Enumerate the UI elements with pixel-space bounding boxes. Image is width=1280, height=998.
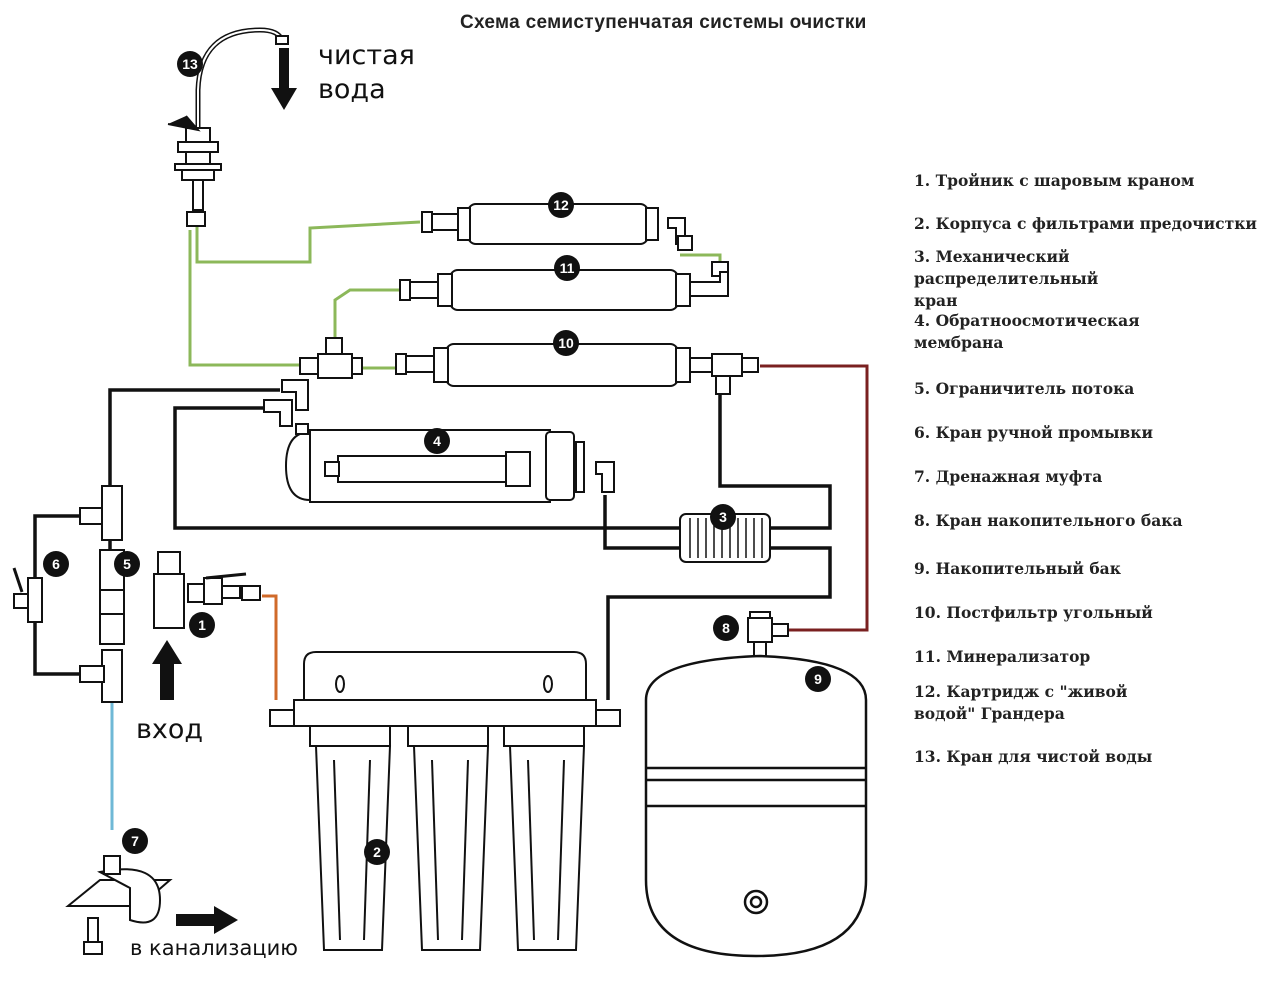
badge-12: 12: [548, 192, 574, 218]
svg-text:7: 7: [131, 833, 139, 849]
svg-text:6: 6: [52, 556, 60, 572]
svg-text:4: 4: [433, 433, 441, 449]
red-pipe: [760, 364, 869, 632]
badge-10: 10: [553, 330, 579, 356]
svg-text:9: 9: [814, 671, 822, 687]
membrane-4: [284, 423, 615, 503]
badge-9: 9: [805, 666, 831, 692]
svg-text:11: 11: [560, 260, 575, 276]
diagram-title: Схема семиступенчатая системы очистки: [460, 12, 867, 33]
svg-text:2: 2: [373, 844, 381, 860]
filter-10-carbon: [395, 343, 759, 395]
legend-item-5: 5. Ограничитель потока: [914, 379, 1135, 398]
legend-item-2: 2. Корпуса с фильтрами предочистки: [914, 214, 1257, 233]
flow-restrictor-5: [79, 485, 125, 703]
svg-text:10: 10: [558, 335, 574, 351]
legend-item-8: 8. Кран накопительного бака: [914, 511, 1183, 530]
flush-valve-6: [12, 567, 43, 623]
svg-text:12: 12: [553, 197, 569, 213]
filter-12-grander: [421, 203, 729, 277]
legend-item-7: 7. Дренажная муфта: [914, 467, 1103, 486]
badge-4: 4: [424, 428, 450, 454]
tee-fitting-green: [299, 337, 363, 379]
legend-item-11: 11. Минерализатор: [914, 647, 1091, 666]
number-badges: 13 12 11 10 4 3 5 6 1 8 9 2 7: [43, 51, 831, 865]
drain-saddle-7: [65, 855, 173, 955]
clean-water-label-1: чистая: [318, 40, 415, 71]
clean-water-label-2: вода: [318, 74, 386, 105]
drain-arrow: [176, 906, 238, 934]
svg-text:1: 1: [198, 617, 206, 633]
svg-text:3: 3: [719, 509, 727, 525]
clean-water-arrow: [271, 48, 297, 110]
drain-label: в канализацию: [130, 936, 298, 960]
tee-ball-valve-1: [153, 551, 261, 629]
badge-11: 11: [554, 255, 580, 281]
black-pipes: [33, 388, 832, 700]
elbow-fittings: [263, 379, 309, 427]
svg-text:13: 13: [182, 56, 198, 72]
legend-item-3: 3. Механический распределительный кран: [914, 247, 1099, 310]
input-arrow: [152, 640, 182, 700]
storage-tank-9: [644, 654, 868, 958]
badge-8: 8: [713, 615, 739, 641]
badge-13: 13: [177, 51, 203, 77]
legend-item-10: 10. Постфильтр угольный: [914, 603, 1153, 622]
badge-7: 7: [122, 828, 148, 854]
prefilter-housings-2: [269, 651, 621, 951]
legend-item-4: 4. Обратноосмотическая мембрана: [914, 311, 1140, 352]
badge-6: 6: [43, 551, 69, 577]
badge-5: 5: [114, 551, 140, 577]
filter-11-mineralizer: [399, 269, 729, 311]
input-label: вход: [136, 714, 204, 745]
legend-item-9: 9. Накопительный бак: [914, 559, 1121, 578]
legend-item-6: 6. Кран ручной промывки: [914, 423, 1153, 442]
badge-1: 1: [189, 612, 215, 638]
orange-pipe: [262, 594, 278, 700]
badge-2: 2: [364, 839, 390, 865]
legend-item-13: 13. Кран для чистой воды: [914, 747, 1153, 766]
legend-item-12: 12. Картридж с "живой водой" Грандера: [914, 682, 1128, 723]
green-pipes: [188, 220, 722, 370]
badge-3: 3: [710, 504, 736, 530]
legend-item-1: 1. Тройник с шаровым краном: [914, 171, 1195, 190]
tank-valve-8: [747, 611, 789, 657]
svg-text:8: 8: [722, 620, 730, 636]
svg-text:5: 5: [123, 556, 131, 572]
